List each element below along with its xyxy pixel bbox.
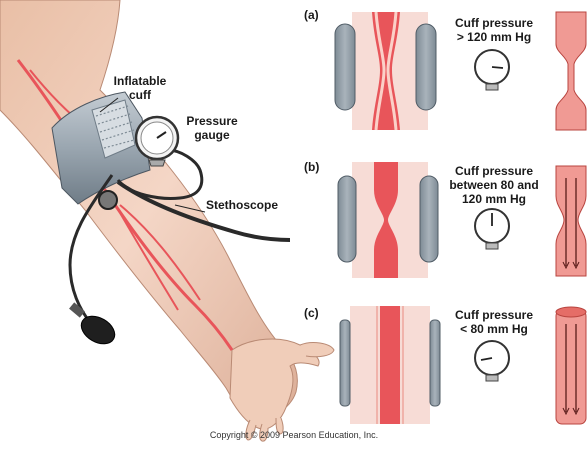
panel-a-pressure: Cuff pressure > 120 mm Hg xyxy=(434,16,554,44)
vessel-a-closed-icon xyxy=(556,12,586,130)
panel-a-letter: (a) xyxy=(304,8,319,22)
panel-b-pressure: Cuff pressure between 80 and 120 mm Hg xyxy=(434,164,554,206)
vessel-c-open-icon xyxy=(556,307,586,424)
panel-c-vessel xyxy=(340,306,440,424)
panel-c-letter: (c) xyxy=(304,306,319,320)
cuff-label: Inflatable cuff xyxy=(110,74,170,102)
stethoscope-head xyxy=(99,191,117,209)
gauge-c-icon xyxy=(475,341,509,381)
gauge-a-icon xyxy=(475,50,509,90)
gauge-label: Pressure gauge xyxy=(182,114,242,142)
panel-a-vessel xyxy=(335,12,436,130)
stethoscope-label: Stethoscope xyxy=(206,198,296,212)
panel-b-letter: (b) xyxy=(304,160,319,174)
vessel-b-narrowed-icon xyxy=(556,166,586,276)
gauge-b-icon xyxy=(475,209,509,249)
arm-illustration xyxy=(0,0,334,441)
copyright-text: Copyright © 2009 Pearson Education, Inc. xyxy=(0,430,588,440)
bulb-valve xyxy=(69,302,85,317)
panel-b-vessel xyxy=(338,162,438,278)
panel-c-pressure: Cuff pressure < 80 mm Hg xyxy=(434,308,554,336)
pump-bulb xyxy=(76,311,119,350)
